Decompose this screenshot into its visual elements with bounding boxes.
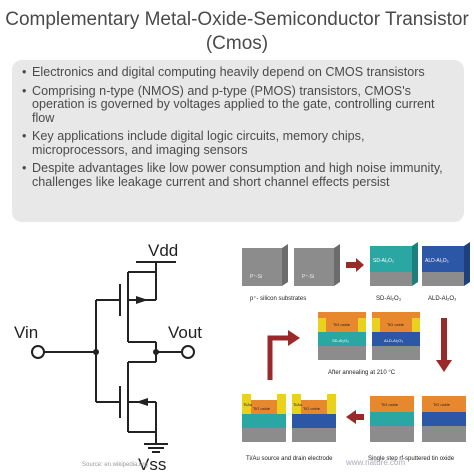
svg-text:ALD-Al₂O₃: ALD-Al₂O₃ [425, 258, 449, 264]
sputtered-device-sd: TiO oxide [370, 396, 414, 442]
vdd-label: Vdd [148, 241, 178, 260]
ald-chip: ALD-Al₂O₃ [422, 242, 470, 286]
output-node [153, 349, 159, 355]
source-credit: Source: en.wikipedia.org [82, 462, 148, 468]
sd-chip: SD-Al₂O₃ [370, 242, 418, 286]
annealing-label: After annealing at 210 °C [328, 370, 396, 376]
bullet-dot: • [22, 65, 27, 79]
vss-label: Vss [138, 455, 166, 472]
bullet-text: Key applications include digital logic c… [32, 129, 365, 157]
annealed-device-ald: TiO oxide ALD-Al₂O₃ [372, 312, 420, 360]
bullet-list: • Electronics and digital computing heav… [12, 60, 464, 222]
bullet-item: • Despite advantages like low power cons… [22, 161, 454, 189]
svg-text:ALD-Al₂O₃: ALD-Al₂O₃ [384, 338, 403, 343]
arrow-right-icon [346, 258, 364, 272]
electrode-device-sd: Ti/Au TiO oxide [242, 394, 286, 442]
bullet-text: Comprising n-type (NMOS) and p-type (PMO… [32, 83, 435, 125]
sd-label: SD-Al₂O₃ [376, 296, 402, 302]
cmos-inverter-schematic: Vdd Vin Vout Vss [14, 241, 202, 472]
svg-text:P⁺-Si: P⁺-Si [302, 274, 314, 280]
bullet-dot: • [22, 129, 27, 143]
bullet-dot: • [22, 161, 27, 175]
input-node [93, 349, 99, 355]
electrode-device-ald: Ti/Au TiO oxide [292, 394, 336, 442]
electrode-label: Ti/Au source and drain electrode [246, 456, 333, 462]
page-title: Complementary Metal-Oxide-Semiconductor … [5, 9, 469, 54]
sputter-label: Single step rf-sputtered tin oxide [368, 456, 455, 462]
vin-terminal [31, 345, 45, 359]
svg-text:SD-Al₂O₃: SD-Al₂O₃ [332, 338, 349, 343]
arrow-left-icon [346, 410, 364, 424]
ald-label: ALD-Al₂O₃ [428, 296, 457, 302]
watermark: www.nature.com [346, 458, 406, 467]
annealed-device-sd: TiO oxide SD-Al₂O₃ [318, 312, 366, 360]
vout-terminal [181, 345, 195, 359]
svg-text:TiO oxide: TiO oxide [333, 322, 351, 327]
bullet-item: • Electronics and digital computing heav… [22, 65, 454, 80]
arrow-up-right-icon [267, 335, 290, 380]
svg-text:P⁺-Si: P⁺-Si [250, 274, 262, 280]
svg-text:TiO oxide: TiO oxide [381, 402, 399, 407]
bullet-text: Electronics and digital computing heavil… [32, 65, 425, 79]
vout-label: Vout [168, 323, 202, 342]
svg-text:TiO oxide: TiO oxide [253, 406, 271, 411]
bullet-item: • Key applications include digital logic… [22, 129, 454, 157]
bullet-dot: • [22, 83, 27, 98]
substrate-chip: P⁺-Si [242, 244, 288, 286]
svg-text:Ti/Au: Ti/Au [293, 402, 302, 407]
substrates-label: p⁺- silicon substrates [250, 295, 306, 302]
nmos-arrow [136, 398, 148, 406]
fabrication-process-diagram: P⁺-Si P⁺-Si p⁺- silicon substrates SD-Al… [242, 242, 470, 462]
svg-text:SD-Al₂O₃: SD-Al₂O₃ [373, 258, 394, 264]
svg-text:TiO oxide: TiO oxide [433, 402, 451, 407]
pmos-arrow [136, 296, 148, 304]
bullet-item: • Comprising n-type (NMOS) and p-type (P… [22, 83, 454, 126]
svg-text:Ti/Au: Ti/Au [243, 402, 252, 407]
svg-text:TiO oxide: TiO oxide [303, 406, 321, 411]
svg-text:TiO oxide: TiO oxide [387, 322, 405, 327]
substrate-chip: P⁺-Si [294, 244, 340, 286]
sputtered-device-ald: TiO oxide [422, 396, 466, 442]
arrow-down-icon [441, 318, 447, 362]
bullet-text: Despite advantages like low power consum… [32, 161, 443, 189]
vin-label: Vin [14, 323, 38, 342]
